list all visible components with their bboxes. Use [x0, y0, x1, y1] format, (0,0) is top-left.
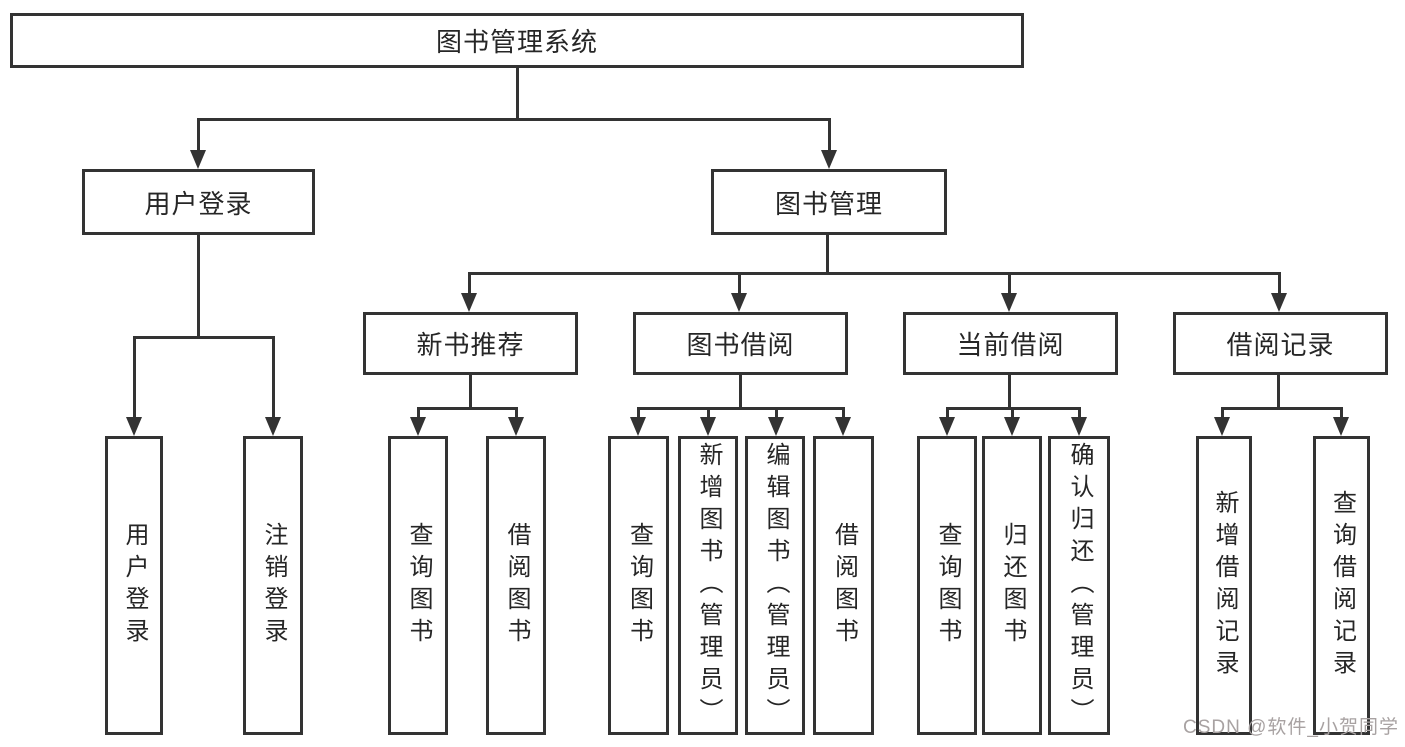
- node-borrow-books: 借阅图书: [813, 436, 874, 735]
- node-borrow-records: 借阅记录: [1173, 312, 1388, 375]
- node-label: 用户登录: [144, 188, 253, 219]
- node-label: 新书推荐: [416, 330, 525, 360]
- node-label: 确认归还（管理员）: [1066, 441, 1093, 730]
- connector-arrow: [1214, 407, 1230, 436]
- node-new-book-recommend: 新书推荐: [363, 312, 578, 375]
- connector-arrow: [700, 407, 716, 436]
- node-confirm-return-admin: 确认归还（管理员）: [1048, 436, 1110, 735]
- connector-arrow: [1333, 407, 1349, 436]
- connector-book-borrow-stem: [739, 375, 742, 407]
- connector-book-management-stem: [826, 235, 829, 272]
- node-add-books-admin: 新增图书（管理员）: [678, 436, 738, 735]
- node-return-books: 归还图书: [982, 436, 1042, 735]
- node-label: 查询图书: [625, 521, 653, 650]
- node-book-borrow: 图书借阅: [633, 312, 848, 375]
- node-user-login: 用户登录: [82, 169, 315, 235]
- node-label: 图书借阅: [686, 330, 795, 360]
- connector-borrow-records-bar: [1221, 407, 1343, 410]
- connector-arrow: [1271, 272, 1287, 312]
- node-label: 图书管理: [774, 188, 883, 219]
- connector-arrow: [1001, 272, 1017, 312]
- node-label: 用户登录: [121, 521, 148, 650]
- node-label: 借阅图书: [503, 521, 530, 650]
- connector-new-book-stem: [469, 375, 472, 407]
- node-query-books: 查询图书: [917, 436, 977, 735]
- node-library-management-system: 图书管理系统: [10, 13, 1024, 68]
- node-logout: 注销登录: [243, 436, 303, 735]
- node-add-borrow-record: 新增借阅记录: [1196, 436, 1252, 735]
- node-query-borrow-record: 查询借阅记录: [1313, 436, 1370, 735]
- node-label: 查询图书: [934, 521, 961, 650]
- node-label: 查询图书: [405, 521, 432, 650]
- connector-book-borrow-bar: [637, 407, 845, 410]
- connector-borrow-records-stem: [1277, 375, 1280, 407]
- node-label: 编辑图书（管理员）: [762, 441, 789, 730]
- node-label: 借阅图书: [830, 521, 858, 650]
- connector-arrow: [190, 118, 206, 169]
- connector-arrow: [768, 407, 784, 436]
- node-label: 图书管理系统: [435, 27, 598, 57]
- node-label: 新增借阅记录: [1211, 489, 1238, 682]
- connector-user-login-stem: [197, 235, 200, 336]
- node-label: 注销登录: [260, 521, 287, 650]
- connector-arrow: [1071, 407, 1087, 436]
- connector-root-bar: [197, 118, 831, 121]
- connector-arrow: [265, 336, 281, 436]
- connector-new-book-bar: [417, 407, 518, 410]
- node-edit-books-admin: 编辑图书（管理员）: [745, 436, 805, 735]
- node-query-books: 查询图书: [388, 436, 448, 735]
- connector-arrow: [731, 272, 747, 312]
- connector-arrow: [939, 407, 955, 436]
- connector-arrow: [835, 407, 851, 436]
- connector-arrow: [508, 407, 524, 436]
- node-query-books: 查询图书: [608, 436, 669, 735]
- connector-current-borrow-stem: [1008, 375, 1011, 407]
- node-user-login-action: 用户登录: [105, 436, 163, 735]
- connector-arrow: [126, 336, 142, 436]
- connector-current-borrow-bar: [946, 407, 1081, 410]
- node-label: 当前借阅: [956, 330, 1065, 360]
- node-current-borrow: 当前借阅: [903, 312, 1118, 375]
- connector-book-management-bar: [468, 272, 1281, 275]
- connector-arrow: [410, 407, 426, 436]
- csdn-watermark: CSDN @软件_小贺同学: [1183, 717, 1399, 738]
- node-label: 归还图书: [999, 521, 1026, 650]
- node-label: 查询借阅记录: [1328, 489, 1356, 682]
- connector-arrow: [630, 407, 646, 436]
- node-book-management: 图书管理: [711, 169, 947, 235]
- node-borrow-books: 借阅图书: [486, 436, 546, 735]
- connector-arrow: [821, 118, 837, 169]
- connector-user-login-bar: [133, 336, 275, 339]
- node-label: 新增图书（管理员）: [695, 441, 722, 730]
- connector-arrow: [461, 272, 477, 312]
- connector-root-stem: [516, 68, 519, 118]
- node-label: 借阅记录: [1226, 330, 1335, 360]
- connector-arrow: [1004, 407, 1020, 436]
